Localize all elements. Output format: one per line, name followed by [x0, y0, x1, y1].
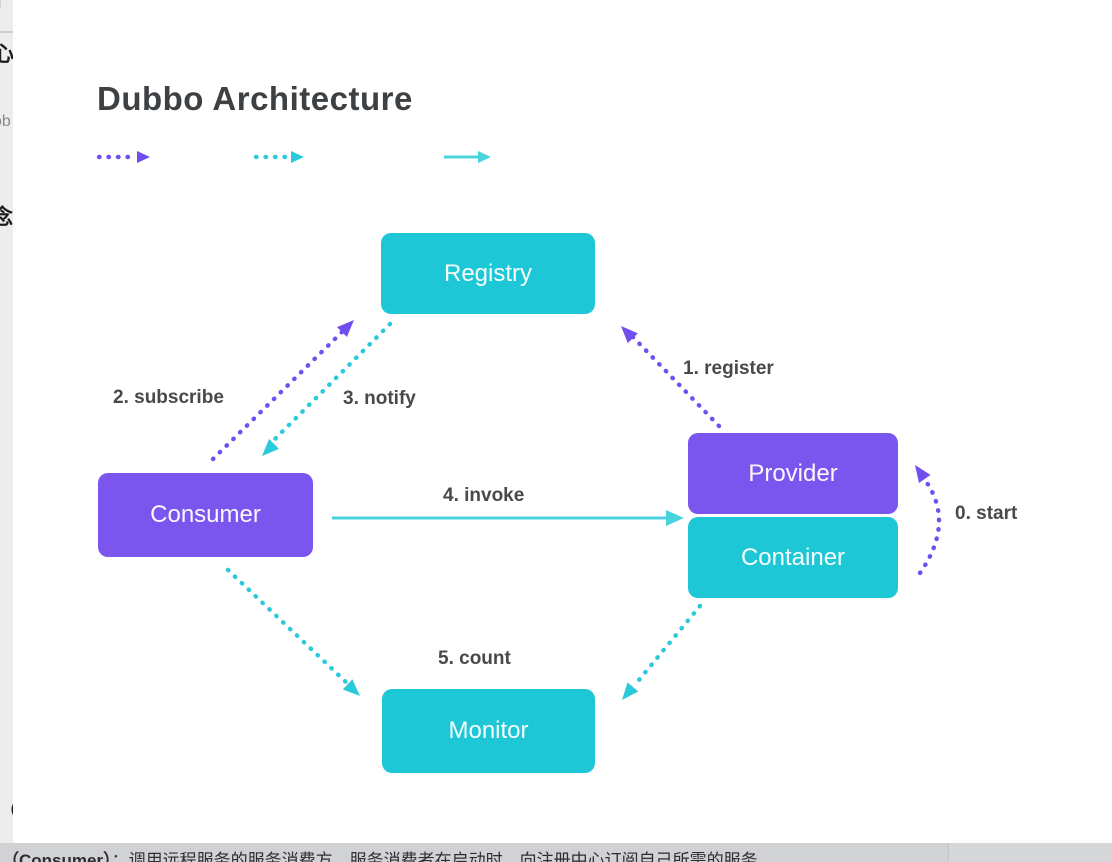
edge-invoke-arrowhead-icon: [666, 510, 684, 526]
edge-start-arrowhead-icon: [915, 465, 931, 483]
edge-label-count: 5. count: [438, 648, 511, 669]
node-monitor: Monitor: [382, 689, 595, 773]
edge-start-arc: [917, 473, 942, 576]
edge-count-right-arrowhead-icon: [622, 682, 639, 700]
node-consumer: Consumer: [98, 473, 313, 557]
node-container: Container: [688, 517, 898, 598]
clipped-body-text: ob: [0, 113, 11, 130]
edge-subscribe-arrowhead-icon: [337, 320, 354, 337]
clipped-doc-line-rest: ：调用远程服务的服务消费方，服务消费者在启动时，向注册中心订阅自己所需的服务，: [111, 851, 775, 862]
clipped-heading-char-1: 心: [0, 43, 13, 66]
clipped-char-top: 了: [0, 0, 7, 12]
node-provider: Provider: [688, 433, 898, 514]
page-divider-line: [0, 31, 13, 33]
legend-async-arrowhead-icon: [291, 151, 304, 163]
edge-count-right-line: [631, 603, 703, 689]
edge-label-notify: 3. notify: [343, 388, 416, 409]
edge-count-left-arrowhead-icon: [342, 679, 360, 696]
clipped-doc-line-bold: （Consumer）: [2, 851, 112, 862]
edge-notify-arrowhead-icon: [262, 439, 279, 456]
edge-count-left-line: [225, 567, 351, 687]
edge-label-start: 0. start: [955, 503, 1018, 524]
node-registry: Registry: [381, 233, 595, 314]
background-page-left-strip: 了 心 ob 念 （: [0, 0, 13, 843]
background-page-bottom-strip: （Consumer）：调用远程服务的服务消费方，服务消费者在启动时，向注册中心订…: [0, 843, 1112, 862]
edge-label-invoke: 4. invoke: [443, 485, 525, 506]
edge-register-arrowhead-icon: [621, 326, 638, 344]
background-page-bottom-right-gutter: [948, 843, 1112, 862]
edge-register-line: [629, 333, 722, 429]
edge-subscribe-line: [210, 325, 349, 462]
edge-label-subscribe: 2. subscribe: [113, 387, 224, 408]
clipped-doc-line: （Consumer）：调用远程服务的服务消费方，服务消费者在启动时，向注册中心订…: [2, 846, 775, 862]
clipped-paren: （: [0, 796, 13, 821]
clipped-heading-char-2: 念: [0, 206, 13, 229]
edge-notify-line: [269, 321, 393, 445]
legend-init-arrowhead-icon: [137, 151, 150, 163]
edge-label-register: 1. register: [683, 358, 774, 379]
diagram-title: Dubbo Architecture: [97, 80, 413, 117]
legend-sync-arrowhead-icon: [478, 151, 491, 163]
